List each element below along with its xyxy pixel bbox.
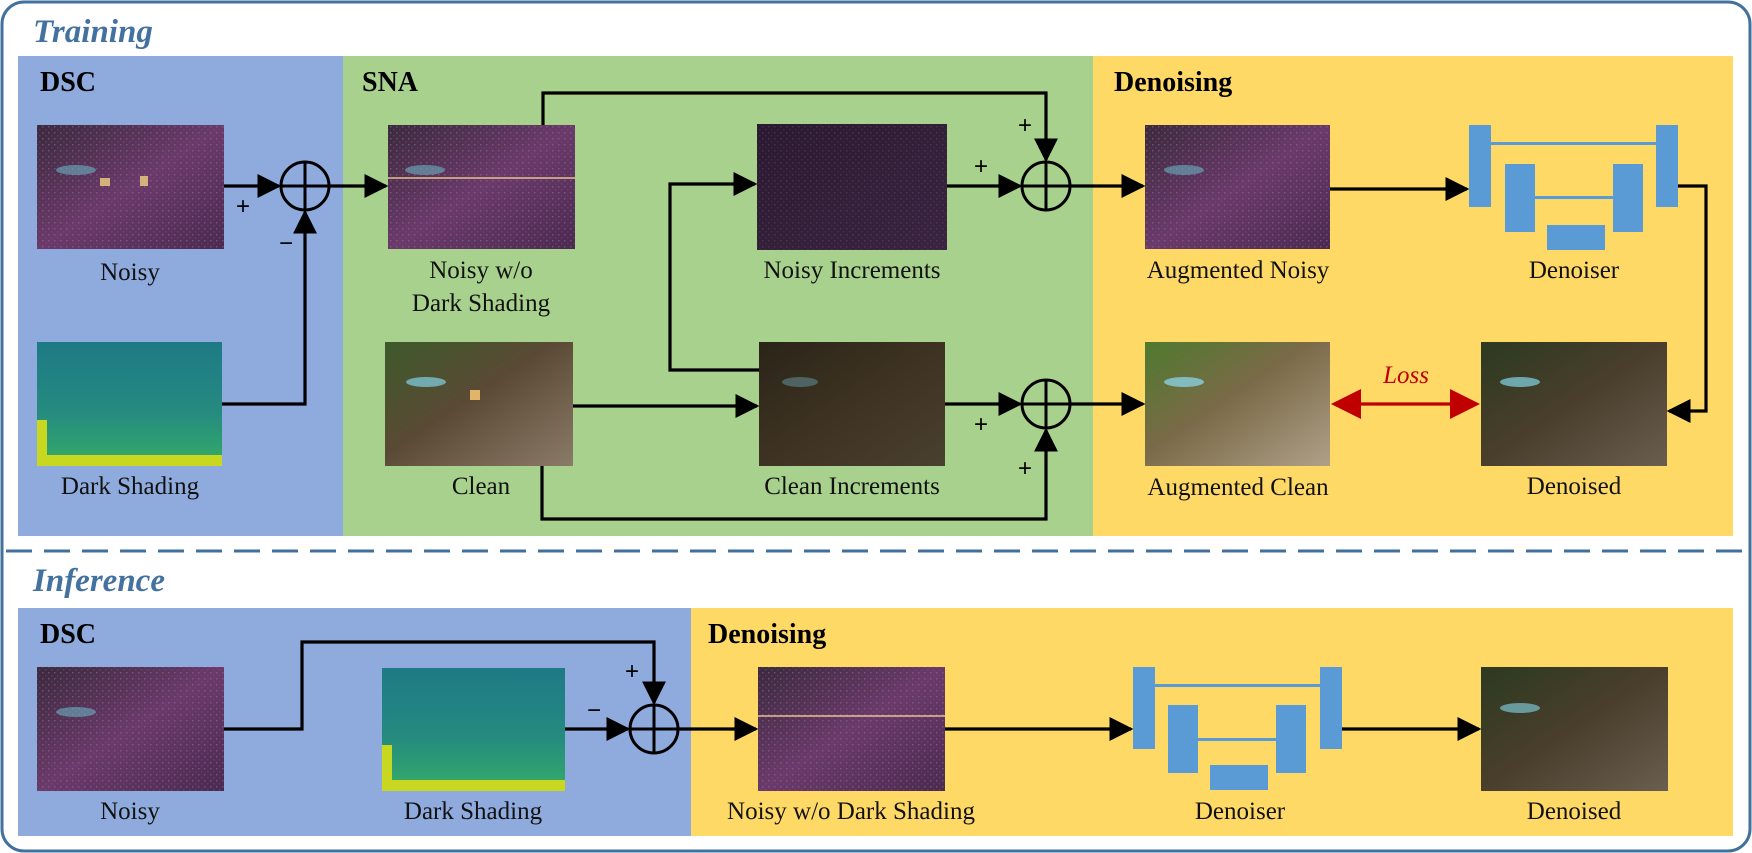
training-sum-node-2 [1020, 160, 1072, 212]
training-sum-node-3 [1020, 378, 1072, 430]
training-augmented-clean-label: Augmented Clean [1147, 474, 1329, 501]
inference-noisy-wo-ds-image [758, 667, 945, 791]
inference-noisy-image [37, 667, 224, 791]
inference-sign-plus: + [625, 658, 639, 685]
training-sign-plus-clean: + [1018, 455, 1032, 482]
inference-dark-shading-label: Dark Shading [404, 798, 543, 825]
training-dark-shading-label: Dark Shading [61, 473, 200, 500]
training-clean-increments-image [759, 342, 945, 466]
training-noisy-increments-label: Noisy Increments [763, 257, 940, 284]
inference-dark-shading-image [382, 668, 565, 791]
training-augmented-noisy-image [1145, 125, 1330, 249]
training-clean-image [385, 342, 573, 466]
inference-noisy-wo-ds-label: Noisy w/o Dark Shading [727, 798, 975, 825]
inference-sum-node [628, 703, 680, 755]
inference-dsc-heading: DSC [40, 619, 96, 650]
training-noisy-wo-ds-image [388, 125, 575, 249]
training-sna-heading: SNA [362, 67, 419, 98]
inference-title: Inference [32, 563, 165, 599]
training-dark-shading-image [37, 342, 222, 466]
inference-denoised-image [1481, 667, 1668, 791]
training-sign-plus-noisy-inc: + [974, 153, 988, 180]
training-clean-increments-label: Clean Increments [764, 473, 940, 500]
training-arrows [222, 91, 1708, 521]
training-denoising-heading: Denoising [1114, 67, 1232, 98]
inference-sign-minus: − [587, 697, 601, 724]
training-augmented-clean-image [1145, 342, 1330, 466]
inference-arrows [224, 640, 1482, 741]
training-phase: Training DSC SNA Denoising [18, 14, 1733, 536]
inference-denoiser-label: Denoiser [1195, 798, 1286, 825]
training-denoised-image [1481, 342, 1667, 466]
inference-noisy-label: Noisy [100, 798, 160, 825]
inference-phase: Inference DSC Denoising [18, 563, 1733, 836]
training-sign-minus-dark: − [279, 230, 293, 257]
inference-denoising-heading: Denoising [708, 619, 826, 650]
training-noisy-wo-ds-label-line1: Noisy w/o [429, 257, 532, 284]
training-noisy-wo-ds-label-line2: Dark Shading [412, 290, 551, 317]
training-sum-node-1 [279, 160, 331, 212]
training-denoiser-label: Denoiser [1529, 257, 1620, 284]
training-noisy-increments-image [757, 124, 947, 250]
training-noisy-image [37, 125, 224, 249]
training-noisy-label: Noisy [100, 259, 160, 286]
training-denoised-label: Denoised [1527, 473, 1622, 500]
loss-label: Loss [1382, 362, 1429, 389]
training-clean-label: Clean [452, 473, 511, 500]
training-augmented-noisy-label: Augmented Noisy [1147, 257, 1330, 284]
inference-denoised-label: Denoised [1527, 798, 1622, 825]
training-sign-plus-top: + [1018, 112, 1032, 139]
training-title: Training [33, 14, 153, 50]
inference-denoiser-icon [1133, 667, 1342, 790]
training-dsc-heading: DSC [40, 67, 96, 98]
training-sign-plus-clean-inc: + [974, 411, 988, 438]
training-sign-plus-noisy: + [236, 193, 250, 220]
training-denoiser-icon [1469, 125, 1678, 250]
